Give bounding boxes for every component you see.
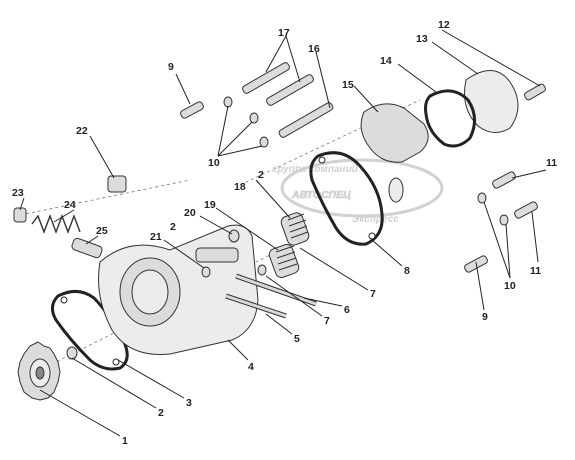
callout-10: 10 [504,280,516,292]
callout-15: 15 [342,79,354,91]
callout-3: 3 [186,397,192,409]
part-11-bolts-right [492,171,538,219]
part-22-plug [107,175,127,193]
part-25-valve [71,237,103,259]
part-23-cap [13,207,27,223]
callout-8: 8 [404,265,410,277]
callout-9: 9 [482,311,488,323]
part-16-long-bolt [278,102,334,138]
part-1-gear [17,341,61,401]
callout-2: 2 [158,407,164,419]
part-4-pump-housing [98,224,259,355]
leader-lines [19,29,547,437]
watermark-line2: АВТОСПЕЦ [291,189,351,201]
part-6-shaft [235,273,317,307]
callout-24: 24 [64,199,76,211]
callout-12: 12 [438,19,450,31]
callout-4: 4 [248,361,254,373]
part-8-cover-gasket [309,151,384,246]
callout-22: 22 [76,125,88,137]
part-14-gasket [424,89,476,148]
part-18-drive-gear [280,212,310,246]
part-12-bolt [524,83,546,101]
callout-17: 17 [278,27,290,39]
callout-labels: 1 2 3 4 5 6 7 7 8 9 9 10 10 11 11 12 13 … [12,19,557,447]
callout-16: 16 [308,43,320,55]
part-3-gasket [51,290,129,371]
part-2-seal-ring [66,346,78,360]
callout-21: 21 [150,231,162,243]
part-20-washer [228,229,240,243]
part-19-driven-gear [268,243,300,279]
callout-19: 19 [204,199,216,211]
callout-23: 23 [12,187,24,199]
watermark-line3: Экспресс [352,214,399,225]
callout-7: 7 [324,315,330,327]
part-5-shaft [225,293,287,319]
part-15-thermostat [360,103,429,203]
callout-18: 18 [234,181,246,193]
callout-5: 5 [294,333,300,345]
part-21-pin [201,266,211,278]
part-24-spring [31,214,81,234]
callout-2: 2 [170,221,176,233]
callout-20: 20 [184,207,196,219]
watermark-logo: группа компаний АВТОСПЕЦ Экспресс [272,158,444,225]
callout-6: 6 [344,304,350,316]
callout-25: 25 [96,225,108,237]
part-7-key [257,264,267,276]
part-9-bolt-upper [180,101,204,119]
callout-7: 7 [370,288,376,300]
callout-13: 13 [416,33,428,45]
callout-9: 9 [168,61,174,73]
part-13-cover [464,70,519,133]
part-17-long-bolts [242,62,314,106]
callout-14: 14 [380,55,392,67]
callout-10: 10 [208,157,220,169]
callout-1: 1 [122,435,128,447]
callout-2: 2 [258,169,264,181]
callout-11: 11 [530,265,541,277]
part-10-washers-upper [223,96,269,148]
part-10-washers-right [477,192,509,226]
watermark-line1: группа компаний [272,164,358,175]
callout-11: 11 [546,157,557,169]
